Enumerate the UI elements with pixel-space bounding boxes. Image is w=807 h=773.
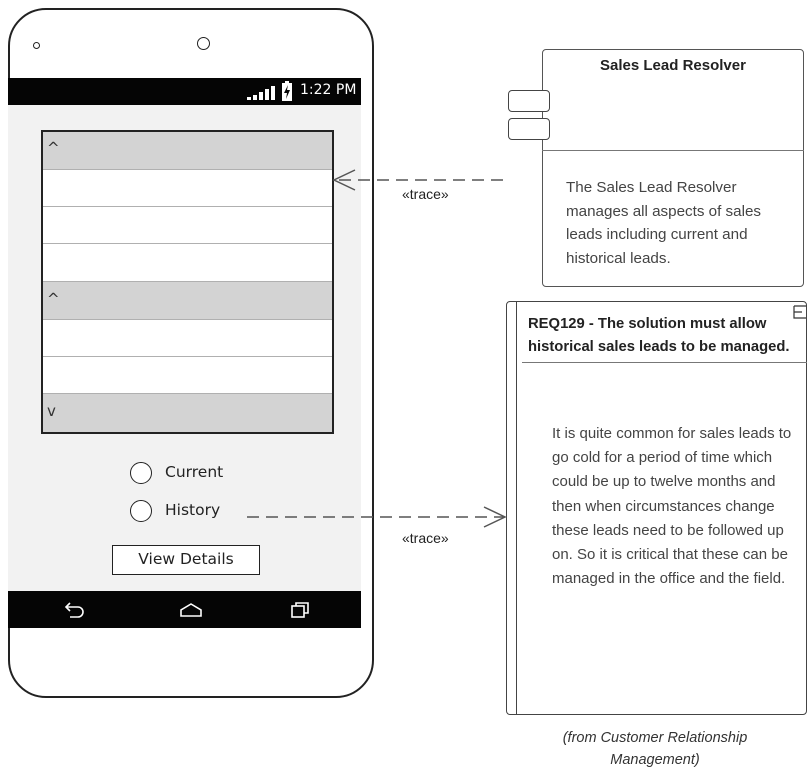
trace-label: «trace»	[402, 186, 449, 202]
signal-icon	[247, 86, 275, 100]
battery-charging-icon	[282, 81, 292, 101]
component-divider	[542, 150, 804, 151]
status-time: 1:22 PM	[300, 82, 357, 98]
list-group-header[interactable]: ^	[43, 132, 332, 170]
list-item[interactable]	[43, 207, 332, 244]
requirement-box[interactable]	[506, 301, 807, 715]
requirement-side-bar	[516, 301, 517, 715]
status-bar: 1:22 PM	[8, 78, 361, 105]
list-item[interactable]	[43, 170, 332, 207]
component-port	[508, 90, 550, 112]
collapse-icon: ^	[47, 290, 60, 308]
radio-label-history: History	[165, 501, 221, 519]
radio-current[interactable]	[130, 462, 152, 484]
requirement-icon	[793, 305, 806, 319]
back-icon[interactable]	[64, 600, 86, 618]
component-description: The Sales Lead Resolver manages all aspe…	[566, 179, 762, 267]
component-port	[508, 118, 550, 140]
collapse-icon: ^	[47, 139, 60, 157]
radio-label-current: Current	[165, 463, 224, 481]
requirement-description: It is quite common for sales leads to go…	[552, 425, 792, 588]
expand-icon: v	[47, 402, 56, 420]
navigation-bar	[8, 591, 361, 628]
package-note: (from Customer Relationship Management)	[562, 730, 748, 768]
view-details-button[interactable]: View Details	[112, 545, 260, 575]
expandable-list: ^ ^ v	[41, 130, 334, 434]
list-group-header[interactable]: ^	[43, 282, 332, 320]
list-item[interactable]	[43, 244, 332, 282]
requirement-title: REQ129 - The solution must allow histori…	[528, 316, 790, 355]
component-title: Sales Lead Resolver	[600, 57, 746, 74]
camera-icon	[197, 37, 210, 50]
radio-history[interactable]	[130, 500, 152, 522]
list-item[interactable]	[43, 320, 332, 357]
speaker-dot	[33, 42, 40, 49]
requirement-divider	[522, 362, 807, 363]
list-group-header[interactable]: v	[43, 394, 332, 432]
list-item[interactable]	[43, 357, 332, 394]
component-box[interactable]	[542, 49, 804, 287]
home-icon[interactable]	[178, 602, 204, 618]
recents-icon[interactable]	[290, 601, 310, 619]
trace-label: «trace»	[402, 530, 449, 546]
